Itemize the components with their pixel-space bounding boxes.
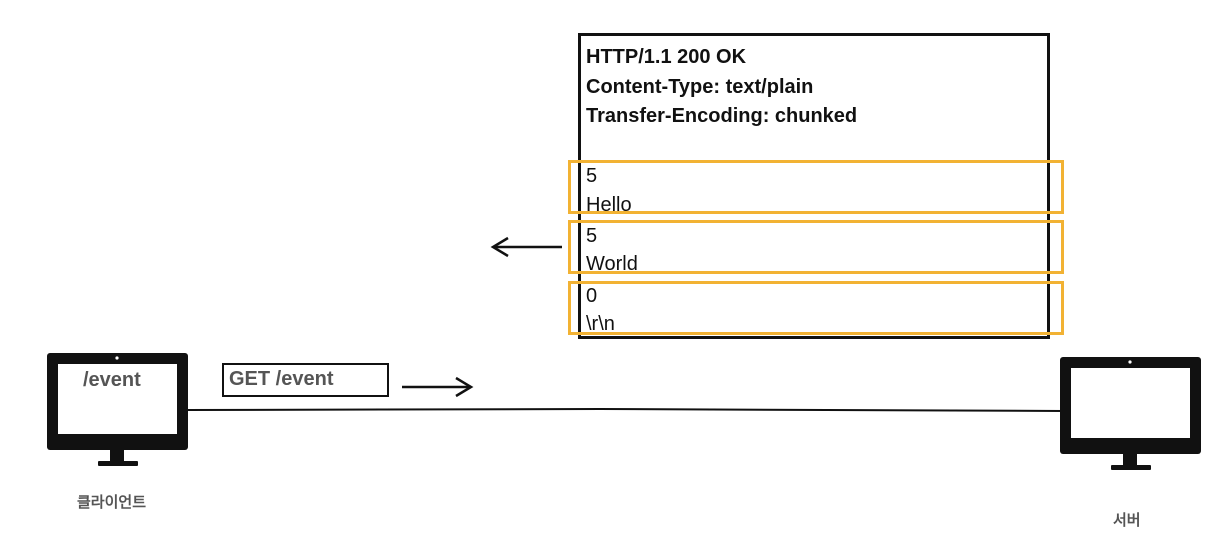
client-monitor-icon (47, 353, 188, 466)
chunk-box-1 (568, 160, 1064, 214)
connection-line (187, 407, 1065, 412)
chunk-2-data: World (586, 253, 638, 275)
response-message-box (578, 33, 1050, 339)
client-screen-text: /event (83, 369, 141, 391)
client-caption: 클라이언트 (77, 494, 147, 511)
chunk-3-data: \r\n (586, 313, 615, 335)
chunk-3-size: 0 (586, 285, 598, 307)
chunk-1-data: Hello (586, 194, 632, 216)
request-label-box (222, 363, 389, 397)
server-caption: 서버 (1113, 512, 1141, 529)
chunk-box-3 (568, 281, 1064, 335)
chunk-box-2 (568, 220, 1064, 274)
chunk-2-size: 5 (586, 225, 598, 247)
chunk-1-size: 5 (586, 165, 598, 187)
status-line: HTTP/1.1 200 OK (586, 46, 747, 68)
server-monitor-icon (1060, 357, 1201, 470)
request-label: GET /event (229, 368, 334, 390)
transfer-encoding-header: Transfer-Encoding: chunked (586, 105, 858, 127)
request-arrow (402, 376, 474, 398)
content-type-header: Content-Type: text/plain (586, 76, 814, 98)
response-arrow (490, 236, 562, 258)
